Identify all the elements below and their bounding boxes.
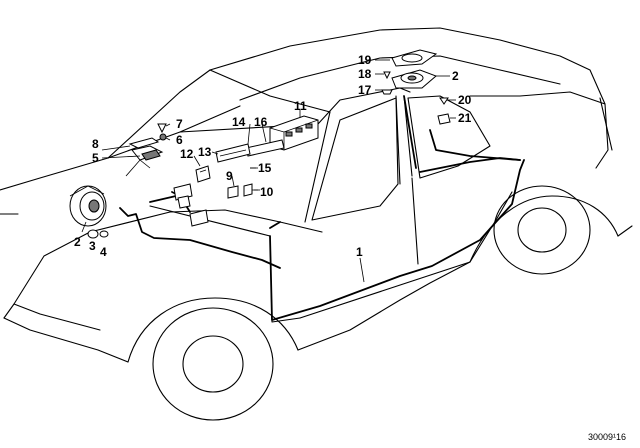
speaker-grommet bbox=[87, 229, 109, 239]
callout-6: 6 bbox=[176, 133, 183, 147]
callout-20: 20 bbox=[458, 93, 472, 107]
callout-8: 8 bbox=[92, 137, 99, 151]
callout-5: 5 bbox=[92, 151, 99, 165]
callout-13: 13 bbox=[198, 145, 212, 159]
rear-speaker bbox=[391, 49, 438, 89]
front-wheel bbox=[152, 307, 274, 421]
callout-15: 15 bbox=[258, 161, 272, 175]
tweeter-bracket bbox=[125, 137, 164, 177]
callout-2-front: 2 bbox=[74, 235, 81, 249]
callout-21: 21 bbox=[458, 111, 472, 125]
plug-connector bbox=[227, 183, 253, 199]
harness-connectors bbox=[173, 183, 209, 227]
callout-9: 9 bbox=[226, 169, 233, 183]
leader-lines bbox=[81, 59, 456, 283]
callout-11: 11 bbox=[294, 99, 307, 113]
expanding-nut bbox=[437, 97, 451, 125]
callout-14: 14 bbox=[232, 115, 246, 129]
callout-labels: 1 2 3 4 5 6 7 8 9 10 11 12 13 14 15 16 1… bbox=[74, 53, 472, 259]
callout-7: 7 bbox=[176, 117, 183, 131]
rear-speaker-screw bbox=[381, 71, 393, 95]
front-speaker bbox=[69, 185, 107, 227]
callout-3: 3 bbox=[89, 239, 96, 253]
callout-12: 12 bbox=[180, 147, 194, 161]
callout-18: 18 bbox=[358, 67, 372, 81]
callout-4: 4 bbox=[100, 245, 107, 259]
small-screw bbox=[157, 123, 167, 141]
callout-2-rear: 2 bbox=[452, 69, 459, 83]
clip bbox=[195, 165, 211, 183]
callout-17: 17 bbox=[358, 83, 372, 97]
callout-10: 10 bbox=[260, 185, 274, 199]
callout-dashes bbox=[250, 167, 260, 191]
rear-wheel bbox=[493, 185, 591, 275]
diagram-code: 30009¹16 bbox=[588, 432, 626, 442]
callout-1: 1 bbox=[356, 245, 363, 259]
callout-16: 16 bbox=[254, 115, 268, 129]
trim-plate bbox=[245, 139, 285, 157]
coding-connector bbox=[215, 143, 251, 163]
callout-19: 19 bbox=[358, 53, 372, 67]
